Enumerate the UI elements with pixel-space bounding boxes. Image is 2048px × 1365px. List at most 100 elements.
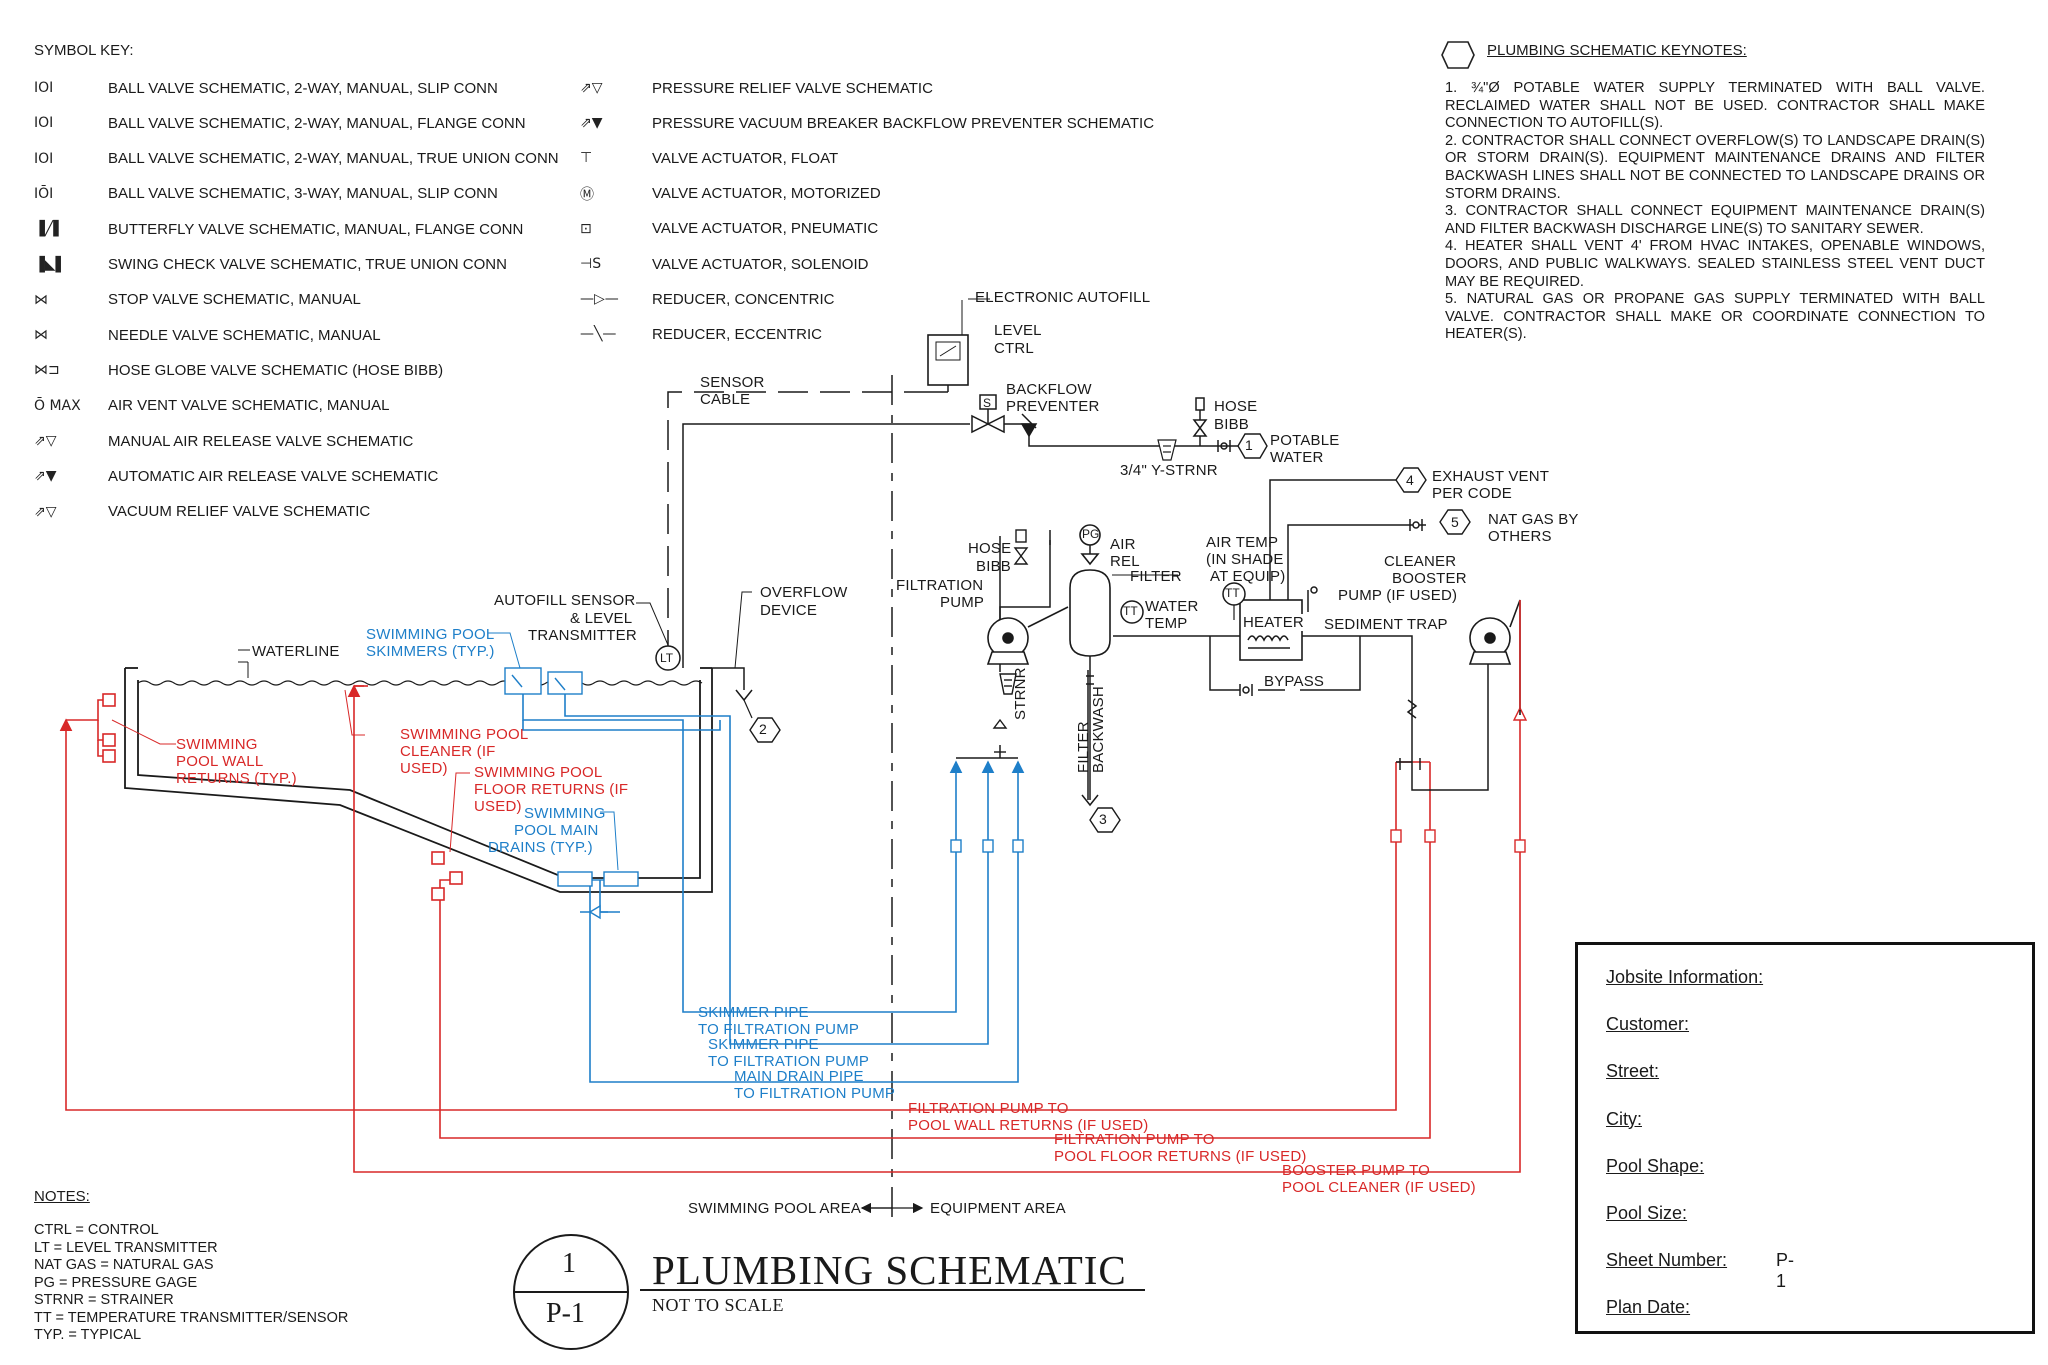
label-fp-wall-1: FILTRATION PUMP TO <box>908 1100 1069 1117</box>
cleaner-booster-pump <box>1468 599 1521 715</box>
keynote-5-number: 5 <box>1451 514 1459 530</box>
keynote-hexagon-icon <box>1441 41 1475 69</box>
symbol-key-label: PRESSURE RELIEF VALVE SCHEMATIC <box>652 79 933 97</box>
notes-title: NOTES: <box>34 1188 90 1205</box>
symbol-key-row: ⋈⊐HOSE GLOBE VALVE SCHEMATIC (HOSE BIBB) <box>34 359 443 381</box>
drawing-title: PLUMBING SCHEMATIC <box>652 1247 1127 1293</box>
label-water-temp-1: WATER <box>1145 598 1199 615</box>
label-booster-1: BOOSTER PUMP TO <box>1282 1162 1431 1179</box>
label-wall-returns-3: RETURNS (TYP.) <box>176 770 297 787</box>
keynote-2-number: 2 <box>759 721 767 737</box>
wall-returns-fittings <box>66 693 116 763</box>
label-filtration-pump-1: FILTRATION <box>896 577 984 594</box>
label-filtration-pump-2: PUMP <box>940 594 985 611</box>
label-air-temp-1: AIR TEMP <box>1206 534 1279 551</box>
symbol-key-row: —▷—REDUCER, CONCENTRIC <box>580 288 835 310</box>
keynote-4-number: 4 <box>1406 472 1414 488</box>
jobsite-label: Customer: <box>1606 1014 1690 1035</box>
label-skimmers-1: SWIMMING POOL <box>366 626 495 643</box>
valve-symbol-icon: ⇗▼ <box>34 468 57 485</box>
water-temp-sensor <box>1120 600 1144 624</box>
label-skimmers-2: SKIMMERS (TYP.) <box>366 643 495 660</box>
keynote-item: 3. CONTRACTOR SHALL CONNECT EQUIPMENT MA… <box>1445 203 1985 237</box>
label-exhaust-2: PER CODE <box>1432 485 1512 502</box>
note-item: CTRL = CONTROL <box>34 1222 159 1238</box>
note-item: LT = LEVEL TRANSMITTER <box>34 1239 218 1256</box>
valve-symbol-icon: Ō MAX <box>34 397 81 414</box>
sensor-cable <box>667 391 948 660</box>
air-tt-tag: TT <box>1225 586 1240 600</box>
filtration-pump <box>986 606 1069 665</box>
valve-symbol-icon: Ⓜ <box>580 186 594 203</box>
label-air-temp-2: (IN SHADE <box>1206 551 1284 568</box>
label-skimmer-pipe-a-2: TO FILTRATION PUMP <box>698 1021 860 1038</box>
valve-symbol-icon: ⊡ <box>580 220 592 237</box>
symbol-key-row: ⇗▽ MANUAL AIR RELEASE VALVE SCHEMATIC <box>34 430 413 452</box>
symbol-key-label: VALVE ACTUATOR, SOLENOID <box>652 255 869 273</box>
valve-symbol-icon: ⋈⊐ <box>34 362 60 379</box>
jobsite-label: Street: <box>1606 1061 1660 1082</box>
symbol-key-label: VALVE ACTUATOR, FLOAT <box>652 149 839 167</box>
symbol-key-label: BUTTERFLY VALVE SCHEMATIC, MANUAL, FLANG… <box>108 220 524 238</box>
symbol-key-row: ⇗▼PRESSURE VACUUM BREAKER BACKFLOW PREVE… <box>580 112 1154 134</box>
symbol-key-label: REDUCER, ECCENTRIC <box>652 325 823 343</box>
jobsite-info-box: Jobsite Information:Customer:Street:City… <box>1575 942 2035 1334</box>
jobsite-label: Pool Size: <box>1606 1203 1688 1223</box>
label-main-drain-pipe-1: MAIN DRAIN PIPE <box>734 1068 864 1085</box>
symbol-key-label: STOP VALVE SCHEMATIC, MANUAL <box>108 291 361 309</box>
valve-symbol-icon: IOI <box>34 115 54 132</box>
valve-symbol-icon: ⋈ <box>34 291 48 308</box>
symbol-key-row: ⇗▼AUTOMATIC AIR RELEASE VALVE SCHEMATIC <box>34 465 438 487</box>
symbol-key-row: ⇗▽ PRESSURE RELIEF VALVE SCHEMATIC <box>580 77 933 99</box>
autofill-line <box>682 423 970 668</box>
symbol-key-row: ⊤VALVE ACTUATOR, FLOAT <box>580 147 838 169</box>
check-valve <box>1406 699 1418 719</box>
valve-symbol-icon: IOI <box>34 80 54 96</box>
label-natgas-2: OTHERS <box>1488 528 1552 545</box>
note-item: NAT GAS = NATURAL GAS <box>34 1257 214 1273</box>
jobsite-row: Pool Size: <box>1606 1203 1687 1224</box>
symbol-key-label: BALL VALVE SCHEMATIC, 3-WAY, MANUAL, SLI… <box>108 185 498 203</box>
valve-symbol-icon: ⇗▽ <box>580 80 603 96</box>
note-item: PG = PRESSURE GAGE <box>34 1274 198 1291</box>
symbol-key-row: ⋈ STOP VALVE SCHEMATIC, MANUAL <box>34 289 361 311</box>
jobsite-label: Sheet Number: <box>1606 1250 1728 1271</box>
label-autofill-sensor-3: TRANSMITTER <box>528 627 637 644</box>
symbol-key-label: SWING CHECK VALVE SCHEMATIC, TRUE UNION … <box>108 256 507 273</box>
valve-symbol-icon: ⇗▽ <box>34 433 57 449</box>
keynote-item: 5. NATURAL GAS OR PROPANE GAS SUPPLY TER… <box>1445 291 1985 343</box>
symbol-key-row: ▐◣▌ SWING CHECK VALVE SCHEMATIC, TRUE UNI… <box>34 254 507 276</box>
label-fp-floor-2: POOL FLOOR RETURNS (IF USED) <box>1054 1148 1307 1165</box>
label-sediment-trap: SEDIMENT TRAP <box>1324 616 1448 633</box>
backflow-preventer <box>1020 413 1040 447</box>
label-main-drains-3: DRAINS (TYP.) <box>488 839 593 856</box>
label-filter: FILTER <box>1130 568 1182 585</box>
jobsite-label: Jobsite Information: <box>1606 967 1764 987</box>
suction-unions <box>950 839 1024 853</box>
keynote-item: 4. HEATER SHALL VENT 4' FROM HVAC INTAKE… <box>1445 238 1985 290</box>
label-potable-1: POTABLE <box>1270 432 1340 449</box>
label-cleaner-1: CLEANER <box>1384 553 1457 570</box>
label-natgas-1: NAT GAS BY <box>1488 511 1579 528</box>
keynote-2-tag <box>749 717 781 743</box>
note-item: TYP. = TYPICAL <box>34 1327 142 1343</box>
valve-symbol-icon: ▐◣▌ <box>34 256 67 273</box>
label-hose-bibb-top-2: BIBB <box>1214 416 1249 433</box>
jobsite-row: Street: <box>1606 1061 1659 1082</box>
label-booster-2: POOL CLEANER (IF USED) <box>1282 1179 1476 1196</box>
label-cleaner-red-1: SWIMMING POOL <box>400 726 529 743</box>
main-drains <box>557 871 639 920</box>
label-fp-wall-2: POOL WALL RETURNS (IF USED) <box>908 1117 1149 1134</box>
symbol-key-label: VALVE ACTUATOR, PNEUMATIC <box>652 220 879 238</box>
label-potable-2: WATER <box>1270 449 1324 466</box>
label-wall-returns-1: SWIMMING <box>176 736 258 753</box>
return-pipes <box>59 684 1521 1173</box>
symbol-key-label: MANUAL AIR RELEASE VALVE SCHEMATIC <box>108 432 414 450</box>
label-level-ctrl-2: CTRL <box>994 340 1034 357</box>
jobsite-row: Plan Date: <box>1606 1297 1690 1318</box>
jobsite-row: Customer: <box>1606 1014 1689 1035</box>
label-main-drains-2: POOL MAIN <box>514 822 599 839</box>
